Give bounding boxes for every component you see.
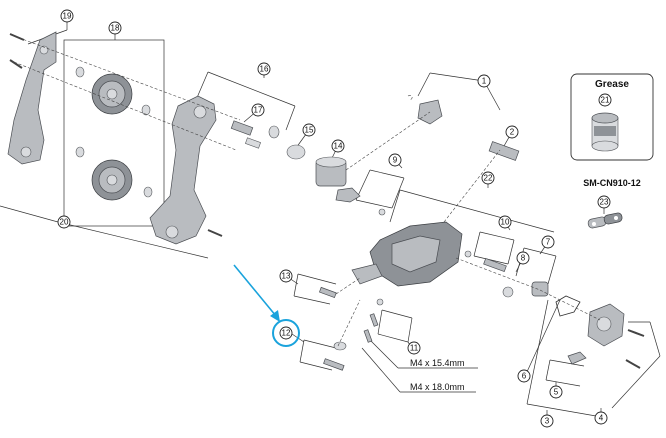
callout-14: 14	[331, 139, 345, 153]
highlight-arrow	[233, 264, 300, 347]
svg-text:15: 15	[305, 126, 314, 135]
svg-text:7: 7	[546, 238, 551, 247]
svg-text:4: 4	[599, 414, 604, 423]
callout-20: 20	[57, 215, 71, 229]
grease-tub	[591, 112, 619, 152]
callout-21: 21	[598, 93, 612, 107]
callout-10: 10	[498, 215, 512, 229]
svg-text:10: 10	[501, 218, 510, 227]
svg-text:2: 2	[510, 128, 515, 137]
callout-13: 13	[279, 269, 293, 283]
callout-9: 9	[388, 153, 402, 167]
outer-cage-plate	[149, 95, 217, 245]
callout-18: 18	[108, 21, 122, 35]
guide-pulley	[91, 73, 133, 115]
callout-8: 8	[516, 251, 530, 265]
grease-title: Grease	[595, 79, 629, 90]
callout-2: 2	[505, 125, 519, 139]
tension-pulley	[91, 159, 133, 201]
svg-text:21: 21	[601, 96, 610, 105]
svg-text:12: 12	[282, 329, 291, 338]
chain-title: SM-CN910-12	[583, 178, 641, 188]
callout-11: 11	[407, 341, 421, 355]
svg-text:5: 5	[554, 388, 559, 397]
chain-connector: SM-CN910-12 23	[583, 178, 641, 229]
callout-19: 19	[60, 9, 74, 23]
parts	[7, 31, 645, 371]
callout-3: 3	[540, 414, 554, 428]
callout-6: 6	[517, 369, 531, 383]
svg-text:23: 23	[600, 198, 609, 207]
svg-text:8: 8	[521, 254, 526, 263]
svg-text:22: 22	[484, 174, 493, 183]
svg-text:14: 14	[334, 142, 343, 151]
callout-4: 4	[594, 411, 608, 425]
svg-text:18: 18	[111, 24, 120, 33]
svg-text:16: 16	[260, 65, 269, 74]
callout-17: 17	[251, 103, 265, 117]
svg-text:9: 9	[393, 156, 398, 165]
callout-1: 1	[477, 74, 491, 88]
callout-22: 22	[481, 171, 495, 185]
svg-text:6: 6	[522, 372, 527, 381]
callout-12: 12	[279, 326, 293, 340]
grease-box: Grease 21	[570, 73, 654, 161]
callout-16: 16	[257, 62, 271, 76]
svg-text:20: 20	[60, 218, 69, 227]
svg-text:13: 13	[282, 272, 291, 281]
inner-cage-plate	[7, 31, 57, 165]
bolt-label-15-4: M4 x 15.4mm	[410, 358, 465, 368]
svg-text:1: 1	[482, 77, 487, 86]
callout-5: 5	[549, 385, 563, 399]
svg-text:3: 3	[545, 417, 550, 426]
svg-text:11: 11	[410, 344, 419, 353]
callout-23: 23	[597, 195, 611, 209]
bolt-label-18-0: M4 x 18.0mm	[410, 382, 465, 392]
svg-text:17: 17	[254, 106, 263, 115]
callout-15: 15	[302, 123, 316, 137]
callout-7: 7	[541, 235, 555, 249]
svg-text:19: 19	[63, 12, 72, 21]
